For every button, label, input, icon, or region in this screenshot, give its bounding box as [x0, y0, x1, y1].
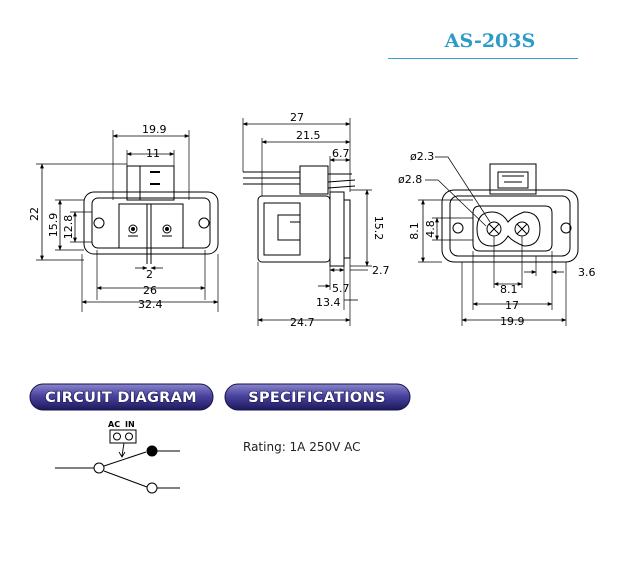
dim-rear-v2: 4.8 — [424, 220, 437, 238]
dim-side-h1: 15.2 — [372, 216, 385, 241]
dim-side-t1: 2.7 — [372, 264, 390, 277]
side-view — [242, 118, 372, 326]
dim-rear-d1: ø2.3 — [410, 150, 434, 163]
dim-front-h3: 12.8 — [62, 215, 75, 240]
dim-side-l1: 27 — [290, 111, 304, 124]
dim-side-t4: 24.7 — [290, 316, 315, 329]
dim-side-t3: 13.4 — [316, 296, 341, 309]
circuit-diagram-title: CIRCUIT DIAGRAM — [45, 390, 197, 406]
specifications-header: SPECIFICATIONS — [224, 383, 411, 411]
circuit-diagram — [55, 429, 180, 494]
circuit-diagram-header: CIRCUIT DIAGRAM — [29, 383, 214, 411]
dim-rear-d2: ø2.8 — [398, 173, 422, 186]
dim-front-h1: 22 — [28, 207, 41, 221]
ac-in-labels: AC IN — [108, 420, 135, 429]
ac-label: AC — [108, 420, 120, 429]
rear-dimension-labels: ø2.3 ø2.8 8.1 4.8 3.6 8.1 17 19.9 — [398, 150, 596, 328]
rear-view — [418, 156, 579, 326]
rear-mount-hole-left — [452, 222, 464, 234]
dim-front-w1: 19.9 — [142, 123, 167, 136]
front-mount-hole-right — [198, 217, 210, 229]
dim-rear-p3: 17 — [505, 299, 519, 312]
front-view — [36, 130, 219, 312]
rear-terminal-block — [489, 163, 537, 195]
front-mount-hole-left — [93, 217, 105, 229]
rear-socket-outline — [472, 205, 553, 252]
dim-side-l3: 6.7 — [332, 147, 350, 160]
dim-front-gap: 2 — [146, 268, 153, 281]
dim-side-t2: 5.7 — [332, 282, 350, 295]
rear-flange — [441, 189, 579, 263]
switch-terminal-on — [146, 445, 158, 457]
specifications-title: SPECIFICATIONS — [248, 390, 385, 406]
switch-terminal-off — [146, 482, 158, 494]
dim-front-h2: 15.9 — [47, 213, 60, 238]
title-underline — [388, 58, 578, 59]
dim-rear-p2: 8.1 — [500, 283, 518, 296]
side-dimension-labels: 27 21.5 6.7 15.2 2.7 5.7 13.4 24.7 — [290, 111, 390, 329]
rating-text: Rating: 1A 250V AC — [243, 440, 361, 454]
model-title: AS-203S — [444, 30, 536, 52]
dim-rear-v1: 8.1 — [408, 222, 421, 240]
dim-front-w4: 32.4 — [138, 298, 163, 311]
dim-rear-p1: 3.6 — [578, 266, 596, 279]
dim-side-l2: 21.5 — [296, 129, 321, 142]
in-label: IN — [125, 420, 135, 429]
side-body — [257, 195, 331, 263]
side-terminal-block — [299, 165, 329, 195]
switch-common-terminal — [93, 462, 105, 474]
rear-mount-hole-right — [560, 222, 572, 234]
dim-rear-p4: 19.9 — [500, 315, 525, 328]
side-flange — [329, 191, 345, 267]
dim-front-w3: 26 — [143, 284, 157, 297]
front-terminal-block — [126, 165, 175, 201]
front-dimension-labels: 19.9 11 22 15.9 12.8 2 26 32.4 — [28, 123, 167, 311]
dim-front-w2: 11 — [146, 147, 160, 160]
